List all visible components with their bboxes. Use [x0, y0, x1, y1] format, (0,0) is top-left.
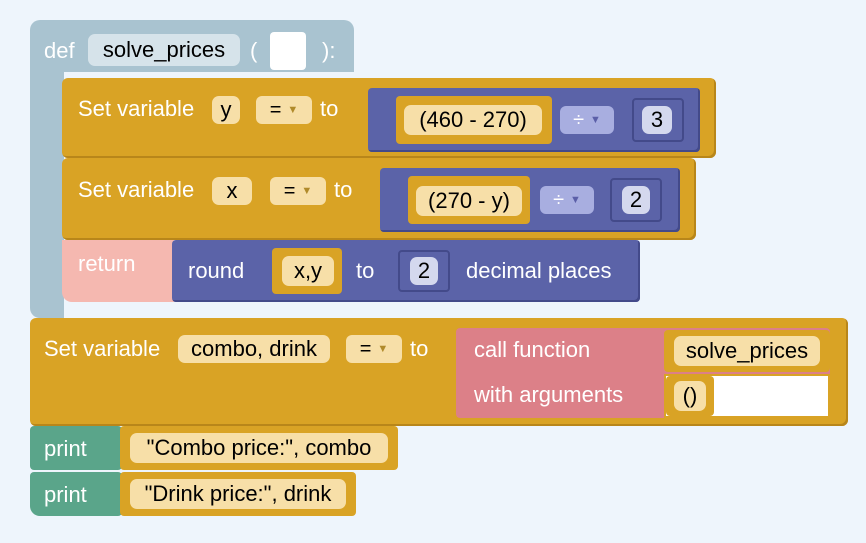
set-x-right-value[interactable]: 2 [622, 186, 650, 214]
set-y-label: Set variable [78, 96, 195, 121]
parameter-slot[interactable] [270, 32, 306, 70]
set-y-var-field[interactable]: y [212, 96, 240, 124]
print-keyword-2: print [44, 482, 87, 507]
set-combo-op-dropdown[interactable]: = ▼ [346, 335, 402, 363]
return-keyword: return [78, 251, 136, 276]
call-function-name[interactable]: solve_prices [674, 336, 820, 366]
def-block-spine [30, 60, 64, 318]
set-x-to: to [334, 177, 353, 202]
set-x-left-value[interactable]: (270 - y) [416, 186, 522, 216]
round-value[interactable]: x,y [282, 256, 334, 286]
round-digits[interactable]: 2 [410, 257, 438, 285]
with-arguments-label: with arguments [474, 382, 624, 407]
set-combo-var-field[interactable]: combo, drink [178, 335, 330, 363]
set-combo-label: Set variable [44, 336, 161, 361]
chevron-down-icon: ▼ [570, 194, 581, 206]
set-y-operator: ÷ [573, 108, 585, 131]
chevron-down-icon: ▼ [377, 343, 389, 355]
chevron-down-icon: ▼ [287, 104, 299, 116]
set-combo-to: to [410, 336, 429, 361]
print-block-1[interactable] [30, 426, 122, 470]
set-y-left-value[interactable]: (460 - 270) [404, 105, 542, 135]
print-block-2[interactable] [30, 472, 122, 516]
set-y-operator-dropdown[interactable]: ÷ ▼ [560, 106, 614, 134]
round-to: to [356, 258, 375, 283]
return-block[interactable] [62, 240, 174, 302]
call-args-value[interactable]: () [674, 381, 706, 411]
print-value-1[interactable]: "Combo price:", combo [130, 433, 388, 463]
open-paren: ( [250, 38, 258, 63]
set-x-op: = [283, 179, 296, 202]
function-name-field[interactable]: solve_prices [88, 34, 240, 66]
round-label: round [188, 258, 245, 283]
chevron-down-icon: ▼ [301, 185, 313, 197]
set-y-to: to [320, 96, 339, 121]
set-y-op: = [269, 98, 282, 121]
set-x-label: Set variable [78, 177, 195, 202]
set-x-operator: ÷ [553, 188, 565, 211]
set-y-right-value[interactable]: 3 [642, 106, 672, 134]
set-x-op-dropdown[interactable]: = ▼ [270, 177, 326, 205]
print-keyword-1: print [44, 436, 87, 461]
close-paren: ): [322, 38, 336, 63]
set-x-operator-dropdown[interactable]: ÷ ▼ [540, 186, 594, 214]
round-suffix: decimal places [466, 258, 612, 283]
chevron-down-icon: ▼ [590, 114, 601, 126]
call-function-label: call function [474, 337, 591, 362]
set-x-var-field[interactable]: x [212, 177, 252, 205]
set-y-op-dropdown[interactable]: = ▼ [256, 96, 312, 124]
def-keyword: def [44, 38, 75, 63]
set-combo-op: = [359, 337, 372, 360]
print-value-2[interactable]: "Drink price:", drink [130, 479, 346, 509]
